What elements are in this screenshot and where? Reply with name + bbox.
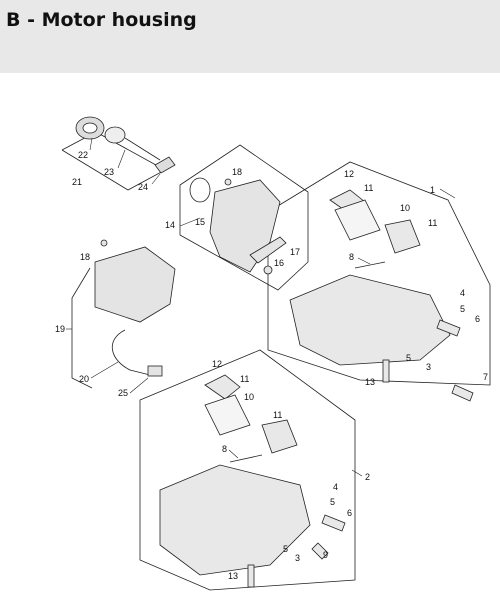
part-19b-screw — [100, 239, 108, 247]
callout-5b: 5 — [406, 353, 411, 363]
part-24-rod — [124, 137, 161, 161]
part-15-seal — [189, 177, 211, 203]
callout-3a: 3 — [426, 362, 431, 372]
leader-25 — [151, 173, 161, 185]
leader-1 — [439, 188, 456, 199]
leader-24 — [117, 149, 126, 169]
part-10b-gasket — [204, 394, 251, 436]
callout-12a: 12 — [344, 169, 354, 179]
callout-10a: 10 — [400, 203, 410, 213]
callout-24: 23 — [104, 167, 114, 177]
callout-19b: 18 — [80, 252, 90, 262]
callout-11c: 11 — [240, 374, 249, 384]
part-8b-bolt — [229, 454, 263, 463]
callout-5a: 5 — [460, 304, 465, 314]
group-box-14 — [179, 144, 309, 291]
group-bracket-18 — [71, 267, 93, 389]
part-14-housing — [209, 179, 281, 273]
callout-19a: 18 — [232, 167, 242, 177]
callout-21: 25 — [118, 388, 128, 398]
callout-11a: 11 — [364, 183, 373, 193]
part-13b-pin — [247, 564, 255, 588]
page-title: B - Motor housing — [6, 9, 197, 31]
callout-5d: 5 — [283, 544, 288, 554]
part-6b-stud — [321, 514, 346, 532]
callout-2: 2 — [365, 472, 370, 482]
part-7-stud — [451, 384, 474, 402]
part-6-stud — [436, 319, 461, 337]
callout-11b: 11 — [428, 218, 437, 228]
callout-8a: 8 — [349, 252, 354, 262]
leader-2 — [351, 469, 363, 477]
callout-16: 16 — [274, 258, 284, 268]
part-13-pin — [382, 359, 390, 383]
callout-17: 17 — [290, 247, 300, 257]
leader-21 — [129, 377, 149, 394]
callout-4b: 4 — [333, 482, 338, 492]
part-25-clip — [154, 156, 176, 174]
part-20-hose — [111, 329, 151, 376]
callout-18: 19 — [55, 324, 65, 334]
callout-23: 22 — [78, 150, 88, 160]
callout-7: 7 — [483, 372, 488, 382]
callout-11d: 11 — [273, 410, 282, 420]
leader-8a — [357, 257, 371, 265]
part-11-plate — [384, 219, 421, 254]
callout-14: 14 — [165, 220, 175, 230]
callout-25: 24 — [138, 182, 148, 192]
callout-9: 9 — [323, 550, 328, 560]
callout-15: 15 — [195, 217, 205, 227]
leader-20 — [90, 361, 119, 379]
callout-10b: 10 — [244, 392, 254, 402]
leader-8b — [228, 449, 239, 459]
callout-13a: 13 — [365, 377, 375, 387]
part-17-sensor — [249, 236, 287, 264]
page-header: B - Motor housing — [0, 0, 500, 73]
callout-22: 21 — [72, 177, 82, 187]
part-11b-plate — [261, 419, 298, 454]
part-23-hole — [82, 122, 98, 134]
leader-23 — [89, 137, 93, 151]
callout-8b: 8 — [222, 444, 227, 454]
part-16-connector — [263, 265, 273, 275]
callout-4a: 4 — [460, 288, 465, 298]
part-9-screw — [311, 542, 329, 560]
part-19-screw — [224, 178, 232, 186]
callout-12b: 12 — [212, 359, 222, 369]
part-21-filter — [147, 365, 163, 377]
group-box-2 — [139, 349, 356, 591]
part-10-gasket — [334, 199, 381, 241]
callout-20: 20 — [79, 374, 89, 384]
part-2-crankcase — [159, 464, 311, 576]
part-12b-plate — [204, 374, 241, 400]
part-8-bolt — [354, 261, 386, 269]
callout-5c: 5 — [330, 497, 335, 507]
exploded-parts-diagram: 22 23 21 24 18 14 15 17 16 18 19 20 25 1… — [55, 116, 491, 591]
group-box-1 — [267, 161, 491, 386]
callout-6b: 6 — [347, 508, 352, 518]
part-24-disc — [104, 126, 126, 144]
callout-3b: 3 — [295, 553, 300, 563]
part-1-crankcase — [289, 274, 451, 366]
part-18-tank — [94, 246, 176, 323]
leader-14 — [179, 217, 201, 227]
callout-1: 1 — [430, 185, 435, 195]
callout-13b: 13 — [228, 571, 238, 581]
callout-6a: 6 — [475, 314, 480, 324]
